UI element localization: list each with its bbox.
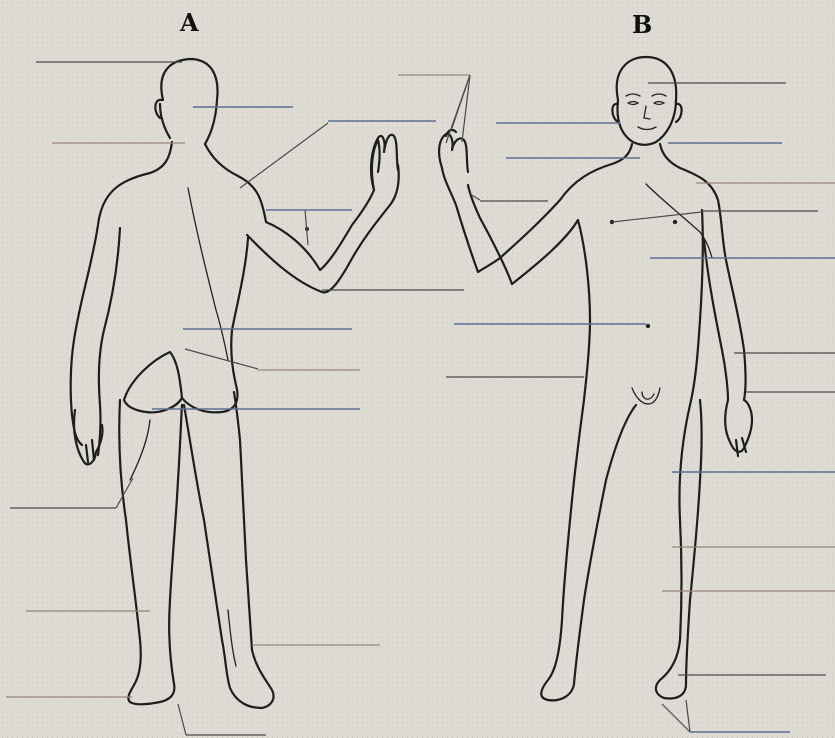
figure-a-left-hand — [74, 410, 103, 464]
figure-b-left-arm — [442, 168, 512, 284]
figure-b-marker-navel — [646, 324, 650, 328]
figure-b-left-hand — [439, 130, 468, 172]
figure-b-head — [617, 57, 676, 145]
figure-b-right-hand — [725, 400, 752, 456]
figure-b-pubic-region — [632, 388, 660, 404]
figure-a-buttocks — [124, 352, 182, 412]
figure-b-nose — [644, 106, 650, 119]
figure-b-leader-lines — [398, 75, 835, 732]
figure-a-right-side — [205, 140, 378, 270]
figure-b-torso-left — [512, 220, 636, 700]
figure-a-torso-right — [182, 238, 248, 412]
figure-a-left-arm-inner — [98, 228, 120, 455]
figure-a-head — [160, 59, 218, 144]
figure-b-eyebrows — [626, 94, 666, 96]
leader-line-b-toes-diag2 — [686, 700, 690, 732]
figure-b-right-arm-inner — [704, 240, 728, 400]
figure-b-mouth — [638, 127, 656, 130]
figure-a-spine-line — [188, 188, 228, 360]
leader-line-b-chest-marker — [612, 212, 702, 222]
figure-a-knee-line — [130, 420, 150, 480]
leader-line-a-sacral-diag — [185, 349, 258, 369]
figure-a-right-arm-lower — [247, 165, 399, 292]
figure-a-left-side — [71, 142, 172, 445]
figure-b-neck-left — [478, 144, 632, 272]
figure-b-torso-right — [656, 210, 703, 698]
figure-a-right-hand — [371, 135, 398, 190]
leader-line-a-shoulder-diag — [240, 123, 328, 188]
leader-line-b-toes-diag1 — [662, 704, 690, 732]
figure-b-eyes — [628, 102, 664, 105]
figure-b-marker-chest-right — [673, 220, 677, 224]
figure-a-right-calf-line — [228, 610, 236, 666]
leader-line-a-sole-diag — [178, 704, 186, 735]
figure-b-body — [439, 57, 752, 700]
figure-b-ear-right — [676, 104, 682, 122]
figure-a-right-leg — [184, 392, 274, 708]
figure-a-left-leg — [119, 400, 182, 704]
